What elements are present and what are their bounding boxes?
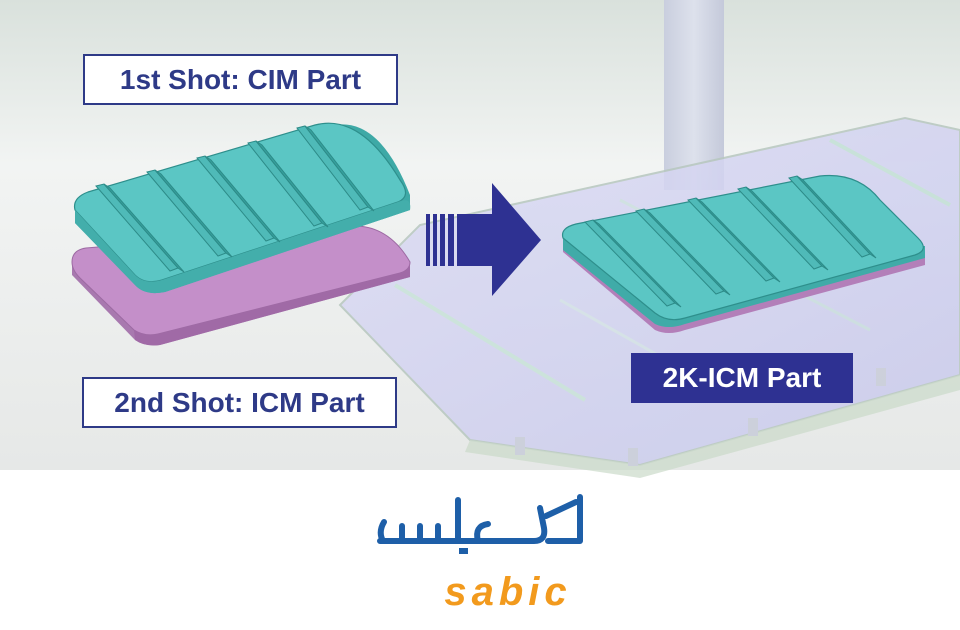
sabic-logo: sabic: [377, 494, 583, 614]
result-label: 2K-ICM Part: [631, 353, 853, 403]
combined-part: [561, 174, 925, 333]
combined-ribs: [584, 175, 877, 308]
mold-pillar: [664, 0, 724, 190]
logo-arabic-wordmark: [377, 494, 583, 544]
second-shot-label: 2nd Shot: ICM Part: [82, 377, 397, 428]
cim-part: [73, 122, 411, 294]
logo-latin-wordmark: sabic: [444, 570, 571, 614]
first-shot-label: 1st Shot: CIM Part: [83, 54, 398, 105]
cim-ribs: [95, 125, 375, 273]
arrow-right-icon: [426, 183, 541, 296]
